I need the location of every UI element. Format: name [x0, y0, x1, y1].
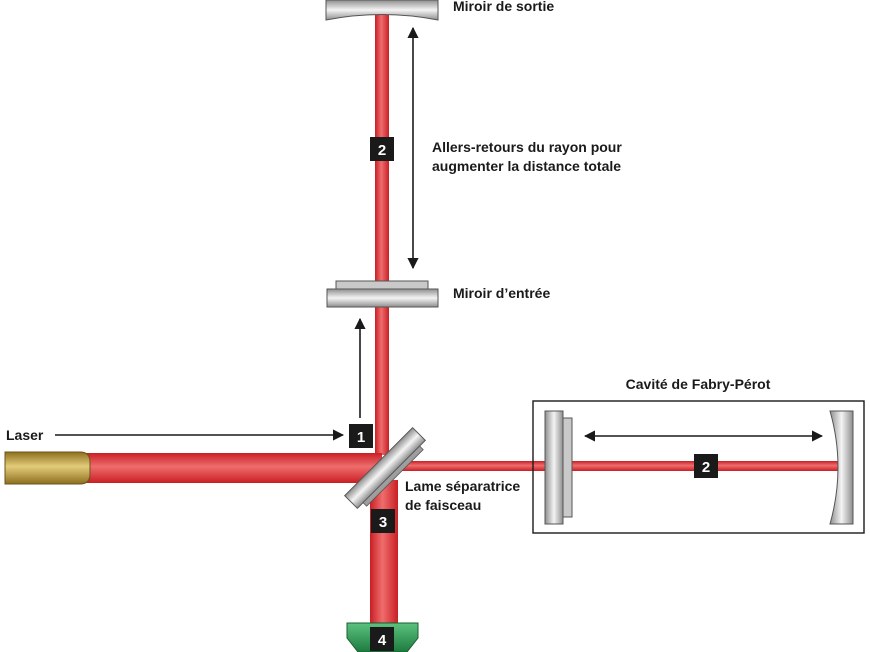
- marker-2-vertical: 2: [378, 142, 386, 159]
- marker-2-vertical-bg: [370, 137, 394, 161]
- input-mirror: [326, 280, 439, 308]
- laser-label: Laser: [6, 427, 44, 443]
- fabry-perot-label: Cavité de Fabry-Pérot: [626, 376, 771, 392]
- fabry-perot-box: [532, 400, 865, 534]
- beam-vertical-upper: [375, 0, 389, 455]
- marker-1: 1: [357, 429, 365, 446]
- round-trips-label-line1: Allers-retours du rayon pour: [432, 139, 622, 155]
- beam-to-detector: [370, 480, 398, 626]
- marker-2-horizontal: 2: [702, 459, 710, 476]
- beam-splitter: [343, 426, 427, 510]
- marker-3: 3: [379, 514, 387, 531]
- output-mirror-label: Miroir de sortie: [453, 0, 554, 14]
- beam-to-cavity: [390, 461, 840, 471]
- marker-1-bg: [349, 424, 373, 448]
- input-mirror-label: Miroir d’entrée: [453, 285, 550, 301]
- cavity-input-mirror: [544, 410, 573, 525]
- beam-splitter-label-line1: Lame séparatrice: [405, 478, 520, 494]
- output-mirror: [325, 0, 439, 21]
- marker-3-bg: [371, 509, 395, 533]
- marker-4: 4: [378, 632, 387, 649]
- laser-source: [4, 451, 91, 485]
- cavity-end-mirror: [829, 410, 854, 525]
- beam-splitter-label-line2: de faisceau: [405, 497, 481, 513]
- round-trips-label-line2: augmenter la distance totale: [432, 158, 621, 174]
- marker-4-bg: [370, 627, 394, 651]
- marker-2-horizontal-bg: [694, 454, 718, 478]
- beam-laser-input: [82, 453, 382, 483]
